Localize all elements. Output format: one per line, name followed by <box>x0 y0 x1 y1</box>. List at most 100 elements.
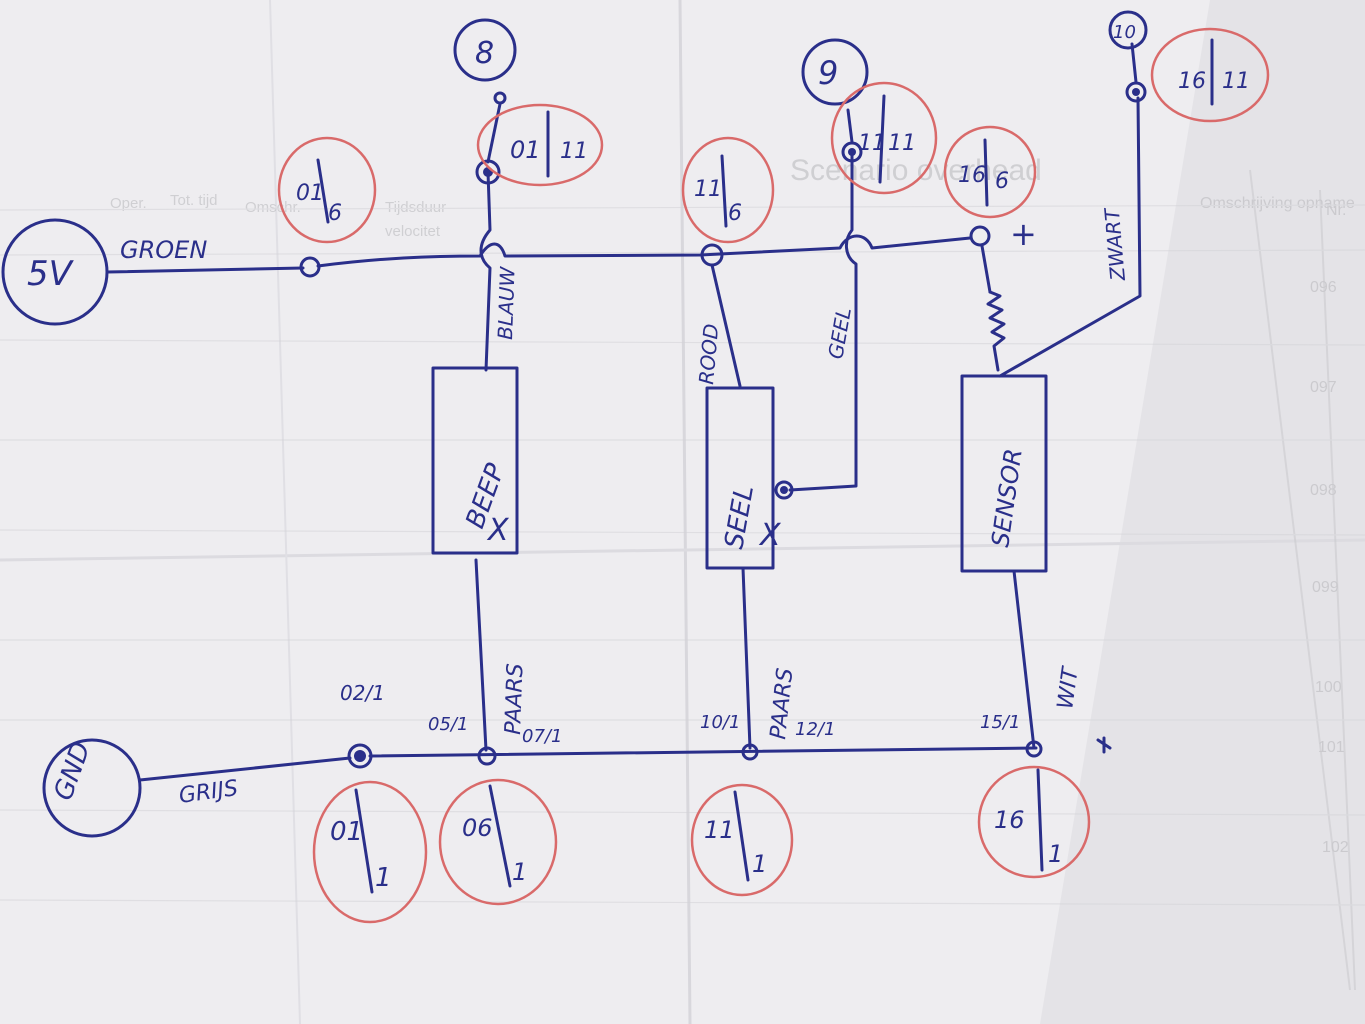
svg-text:11: 11 <box>888 131 916 156</box>
node-01-1-inner <box>354 750 366 762</box>
form-col-tot: Tot. tijd <box>170 192 218 209</box>
form-col-tijdsduur: Tijdsduur <box>385 199 446 216</box>
red-circle-11-6: 11 6 <box>681 136 775 244</box>
stray-mark <box>1096 736 1112 754</box>
sensor-plus-wire <box>980 244 992 294</box>
svg-text:6: 6 <box>995 169 1009 194</box>
svg-text:11: 11 <box>1222 69 1250 94</box>
svg-text:1: 1 <box>752 850 767 878</box>
pin-8-contact <box>493 91 507 105</box>
note-15-1: 15/1 <box>980 712 1020 733</box>
red-circle-11-11: 11 11 <box>830 81 938 195</box>
wire-label-rood: ROOD <box>694 323 723 386</box>
pin-9-label: 9 <box>818 54 838 92</box>
beep-top-wire <box>479 170 492 372</box>
wire-label-groen: GROEN <box>120 236 207 264</box>
node-01-6 <box>299 256 321 278</box>
pin-10-label: 10 <box>1113 22 1136 43</box>
form-row-102: 102 <box>1322 839 1349 856</box>
note-02-1: 02/1 <box>340 681 385 705</box>
led-signal-node-inner <box>780 486 788 494</box>
paper-fold-horizontal <box>0 538 1365 562</box>
form-row-100: 100 <box>1315 679 1342 696</box>
sensor-component <box>960 374 1048 573</box>
beep-component <box>431 366 519 555</box>
beep-cross: X <box>486 513 510 548</box>
led-component <box>705 386 775 570</box>
node-06-1 <box>477 746 497 766</box>
pin-16-11-node-inner <box>1132 88 1140 96</box>
form-row-097: 097 <box>1310 379 1337 396</box>
svg-text:01: 01 <box>296 181 324 206</box>
node-11-1 <box>741 743 759 761</box>
pin-10-circle <box>1108 10 1148 50</box>
form-col-omschr: Omschr. <box>245 199 301 216</box>
svg-text:06: 06 <box>462 814 493 842</box>
led-top-wire <box>710 263 742 388</box>
form-col-nr: Nr. <box>1326 202 1346 219</box>
node-16-1 <box>1025 740 1043 758</box>
led-bottom-wire <box>741 566 752 750</box>
paper-fold-vertical <box>678 0 692 1024</box>
red-circle-16-1: 16 1 <box>977 765 1091 879</box>
form-row-098: 098 <box>1310 482 1337 499</box>
svg-text:1: 1 <box>512 858 527 886</box>
svg-text:6: 6 <box>328 201 342 226</box>
pin-9-circle <box>801 38 869 106</box>
svg-text:1: 1 <box>1048 840 1063 868</box>
svg-text:11: 11 <box>560 139 588 164</box>
form-row-096: 096 <box>1310 279 1337 296</box>
note-07-1: 07/1 <box>522 726 562 747</box>
svg-text:1: 1 <box>375 863 392 893</box>
beep-bottom-wire <box>474 558 488 752</box>
note-05-1: 05/1 <box>428 714 468 735</box>
red-circle-06-1: 06 1 <box>438 778 558 906</box>
red-circle-11-1: 11 1 <box>690 783 794 897</box>
switch-9-lever <box>846 108 854 144</box>
sensor-bottom-wire <box>1012 569 1036 750</box>
note-10-1: 10/1 <box>700 712 740 733</box>
background-form: Scenario overhead Nr. Omschrijving opnam… <box>0 154 1365 991</box>
svg-text:16: 16 <box>1178 69 1206 94</box>
red-circle-16-6: 16 6 <box>943 125 1037 219</box>
pin-9-wire <box>788 150 858 492</box>
sensor-resistor <box>986 290 1006 372</box>
svg-text:16: 16 <box>994 806 1025 834</box>
form-col-velocitet: velocitet <box>385 223 441 240</box>
ground-circle <box>42 738 142 838</box>
svg-text:16: 16 <box>958 163 986 188</box>
led-signal-node <box>774 480 794 500</box>
led-cross: X <box>758 518 782 553</box>
form-col-desc: Omschrijving opname <box>1200 195 1355 212</box>
node-16-6 <box>969 225 991 247</box>
note-12-1: 12/1 <box>795 719 835 740</box>
node-01-1 <box>347 743 373 769</box>
wire-label-paars-beep: PAARS <box>501 663 528 735</box>
paper-shadow-edge <box>1040 0 1365 1024</box>
switch-8-lever <box>486 102 502 164</box>
ground-wire-grijs <box>138 756 352 782</box>
form-row-099: 099 <box>1312 579 1339 596</box>
red-circle-01-1: 01 1 <box>312 780 428 924</box>
pin-10-wire <box>998 96 1142 378</box>
switch-10-lever <box>1130 42 1138 84</box>
red-circle-16-11: 16 11 <box>1150 27 1270 123</box>
pin-8-label: 8 <box>475 36 494 71</box>
pin-11-11-node-inner <box>848 148 856 156</box>
svg-text:11: 11 <box>704 816 735 844</box>
form-row-101: 101 <box>1318 739 1345 756</box>
paper-fold-left <box>269 0 301 1024</box>
wire-label-wit: WIT <box>1053 665 1084 711</box>
svg-text:11: 11 <box>858 131 886 156</box>
plus-sign: + <box>1010 215 1037 253</box>
supply-wire-groen <box>105 266 305 274</box>
wire-label-blauw: BLAUW <box>493 265 520 340</box>
red-circle-01-6: 01 6 <box>277 136 377 244</box>
supply-label: 5V <box>27 254 75 294</box>
top-rail <box>316 234 972 268</box>
svg-text:01: 01 <box>510 136 541 164</box>
red-circle-01-11: 01 11 <box>476 103 604 187</box>
svg-text:11: 11 <box>694 177 722 202</box>
svg-text:6: 6 <box>728 201 742 226</box>
